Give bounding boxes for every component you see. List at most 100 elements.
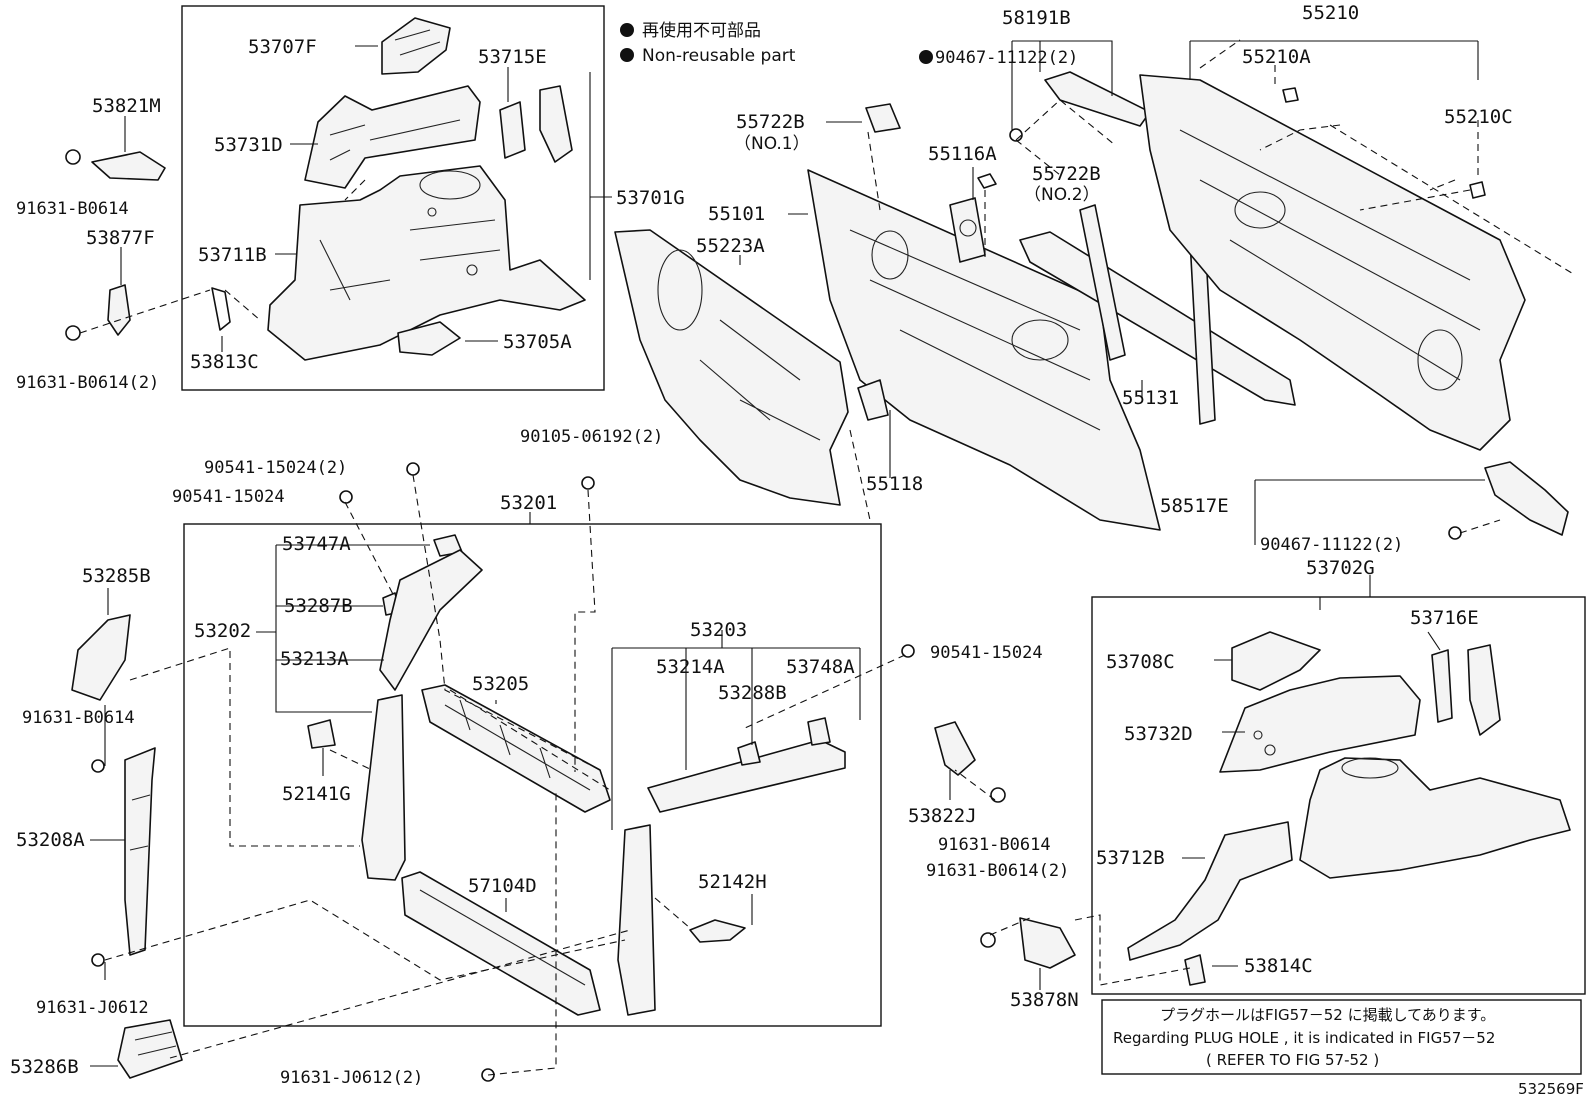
note-line-japanese: プラグホールはFIG57－52 に掲載してあります。 — [1160, 1006, 1495, 1024]
part-53813C — [211, 287, 231, 331]
part-55210 — [1139, 74, 1526, 451]
label-90541-15024-2: 90541-15024(2) — [204, 458, 347, 478]
bolt-91631-J0612-2-icon — [481, 1068, 495, 1082]
label-91631-B0614-left: 91631-B0614 — [22, 708, 135, 728]
part-53748A — [807, 717, 831, 746]
part-55223A — [614, 229, 849, 506]
label-53286B: 53286B — [10, 1056, 79, 1078]
part-53715E — [499, 85, 573, 163]
label-53701G: 53701G — [616, 187, 685, 209]
label-53202: 53202 — [194, 620, 251, 642]
part-53731D — [304, 85, 481, 189]
note-line-refer: ( REFER TO FIG 57-52 ) — [1206, 1051, 1379, 1069]
label-55210: 55210 — [1302, 2, 1359, 24]
part-53705A — [397, 321, 461, 356]
label-52141G: 52141G — [282, 783, 351, 805]
label-53747A: 53747A — [282, 533, 351, 555]
label-91631-B0614-2: 91631-B0614(2) — [16, 373, 159, 393]
label-53814C: 53814C — [1244, 955, 1313, 977]
label-90541-15024: 90541-15024 — [172, 487, 285, 507]
label-52142H: 52142H — [698, 871, 767, 893]
part-55722B-no1 — [865, 103, 901, 133]
label-58517E: 58517E — [1160, 495, 1229, 517]
part-55101 — [807, 169, 1161, 531]
part-53213A — [379, 549, 483, 691]
part-53877F — [65, 284, 131, 341]
group-box-53701G — [181, 5, 605, 391]
figure-id: 532569F — [1518, 1080, 1584, 1098]
part-55210C — [1469, 181, 1486, 199]
label-53288B: 53288B — [718, 682, 787, 704]
label-53878N: 53878N — [1010, 989, 1079, 1011]
legend-japanese: 再使用不可部品 — [642, 20, 761, 41]
label-90105-06192: 90105-06192(2) — [520, 427, 663, 447]
label-57104D: 57104D — [468, 875, 537, 897]
label-91631-B0614: 91631-B0614 — [16, 199, 129, 219]
note-box — [1101, 999, 1582, 1075]
non-reusable-bullet-icon — [620, 23, 634, 37]
clip-90541-15024-right-icon — [901, 644, 915, 658]
part-53711B — [267, 165, 586, 361]
label-55210A: 55210A — [1242, 46, 1311, 68]
note-line-english: Regarding PLUG HOLE , it is indicated in… — [1113, 1029, 1495, 1047]
part-53208A — [124, 747, 156, 956]
group-box-53702G — [1091, 596, 1586, 995]
part-53702G-wheelhouse — [1299, 757, 1571, 879]
part-53205 — [421, 684, 611, 813]
label-53877F: 53877F — [86, 227, 155, 249]
part-53878N — [1019, 917, 1076, 969]
label-53813C: 53813C — [190, 351, 259, 373]
part-53288B — [737, 741, 761, 766]
part-53822J — [934, 721, 976, 776]
label-90541-15024-right: 90541-15024 — [930, 643, 1043, 663]
label-no1: （NO.1） — [734, 134, 810, 154]
label-53702G: 53702G — [1306, 557, 1375, 579]
bolt-91631-J0612-icon — [91, 953, 105, 967]
part-53821M — [65, 149, 166, 181]
group-box-53201 — [183, 523, 882, 1027]
non-reusable-marker-icon — [919, 50, 933, 64]
part-53214A — [647, 739, 846, 813]
label-53708C: 53708C — [1106, 651, 1175, 673]
clip-90541-15024-icon — [339, 490, 353, 504]
bolt-91631-B0614-icon — [91, 759, 105, 773]
bolt-90105-06192-icon — [581, 476, 595, 490]
label-53205: 53205 — [472, 673, 529, 695]
label-90467-11122-bottom: 90467-11122(2) — [1260, 535, 1403, 555]
label-55101: 55101 — [708, 203, 765, 225]
part-53707F — [381, 17, 451, 75]
clip-90541-15024-2-icon — [406, 462, 420, 476]
label-53707F: 53707F — [248, 36, 317, 58]
part-53286B — [117, 1019, 183, 1079]
label-no2: （NO.2） — [1024, 185, 1100, 205]
label-53822J: 53822J — [908, 805, 977, 827]
part-52141G — [307, 719, 336, 749]
label-55116A: 55116A — [928, 143, 997, 165]
bolt-91631-B0614-2-right-icon — [980, 932, 996, 948]
label-55131: 55131 — [1122, 387, 1179, 409]
label-53748A: 53748A — [786, 656, 855, 678]
label-53213A: 53213A — [280, 648, 349, 670]
label-91631-J0612-2: 91631-J0612(2) — [280, 1068, 423, 1088]
label-90467-11122-top: 90467-11122(2) — [935, 48, 1078, 68]
part-53285B — [71, 614, 131, 701]
label-53715E: 53715E — [478, 46, 547, 68]
label-53214A: 53214A — [656, 656, 725, 678]
non-reusable-bullet-icon — [620, 48, 634, 62]
part-52142H — [689, 919, 746, 943]
label-55118: 55118 — [866, 473, 923, 495]
part-55118 — [857, 379, 889, 421]
part-53716E — [1431, 644, 1501, 736]
label-53821M: 53821M — [92, 95, 161, 117]
label-53732D: 53732D — [1124, 723, 1193, 745]
part-53203 — [617, 824, 656, 1016]
part-55131 — [1019, 204, 1296, 425]
part-53814C — [1184, 954, 1206, 986]
label-53716E: 53716E — [1410, 607, 1479, 629]
part-55722B-no2 — [977, 173, 997, 189]
label-55210C: 55210C — [1444, 106, 1513, 128]
label-55722B-no2: 55722B — [1032, 163, 1101, 185]
label-53731D: 53731D — [214, 134, 283, 156]
label-53203: 53203 — [690, 619, 747, 641]
